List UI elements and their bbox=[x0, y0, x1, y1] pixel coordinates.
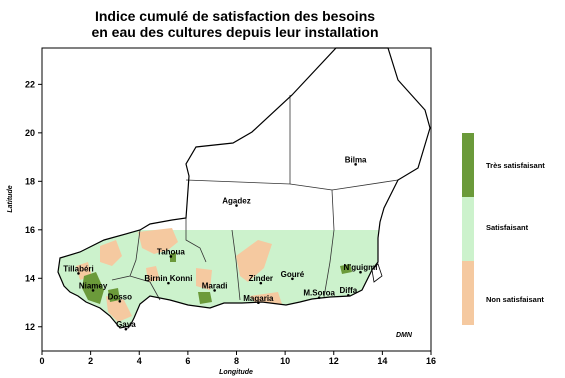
city-dot bbox=[257, 301, 260, 305]
city-dot bbox=[91, 289, 95, 292]
zone-ts-maradi bbox=[198, 292, 212, 304]
zone-ns-zinder bbox=[236, 240, 272, 282]
city-label: Agadez bbox=[222, 197, 250, 206]
zone-ns-dosso bbox=[106, 296, 132, 322]
city-label: Tahoua bbox=[157, 247, 185, 256]
boundary-maradi-zinder bbox=[231, 229, 241, 301]
boundary-tillaberi-tahoua bbox=[129, 229, 141, 277]
city-dot bbox=[291, 277, 294, 281]
city-label: Gouré bbox=[281, 270, 305, 279]
city-label: Zinder bbox=[249, 274, 273, 283]
city-dot bbox=[169, 255, 173, 258]
city-dot bbox=[259, 281, 263, 285]
city-dot bbox=[359, 270, 362, 274]
x-tick-label: 0 bbox=[39, 356, 44, 366]
zone-ts-niamey bbox=[82, 272, 104, 304]
zone-ns-maradi bbox=[196, 268, 212, 290]
x-tick-label: 4 bbox=[137, 356, 142, 366]
x-tick-label: 10 bbox=[280, 356, 290, 366]
x-axis-ticks: 0 2 4 6 8 10 12 14 16 bbox=[39, 351, 436, 366]
city-label: M.Soroa bbox=[303, 289, 335, 298]
legend-label-satisfaisant: Satisfaisant bbox=[486, 223, 529, 232]
zone-ns-konni bbox=[146, 266, 160, 282]
y-tick-label: 12 bbox=[25, 322, 35, 332]
city-label: Maradi bbox=[202, 281, 228, 290]
city-label: Birnin Konni bbox=[144, 274, 192, 283]
x-tick-label: 16 bbox=[426, 356, 436, 366]
y-tick-label: 20 bbox=[25, 128, 35, 138]
zone-ts-tahoua bbox=[170, 252, 176, 262]
y-tick-label: 18 bbox=[25, 176, 35, 186]
city-label: Diffa bbox=[339, 286, 357, 295]
city-dot bbox=[354, 163, 357, 166]
country-outline bbox=[57, 47, 431, 329]
map-title: Indice cumulé de satisfaction des besoin… bbox=[40, 8, 430, 40]
city-dot bbox=[167, 281, 170, 285]
zone-ns-magaria bbox=[250, 292, 282, 304]
zone-ts-dosso bbox=[108, 288, 120, 302]
y-tick-label: 16 bbox=[25, 225, 35, 235]
city-dot bbox=[317, 296, 321, 299]
legend-swatch-tres-satisfaisant bbox=[462, 133, 474, 197]
legend-swatch-satisfaisant bbox=[462, 197, 474, 261]
region-boundaries bbox=[111, 95, 399, 301]
city-dot bbox=[124, 327, 128, 331]
legend-label-non-satisfaisant: Non satisfaisant bbox=[486, 295, 544, 304]
boundary-bilma bbox=[331, 179, 399, 191]
y-tick-label: 22 bbox=[25, 79, 35, 89]
x-tick-label: 6 bbox=[185, 356, 190, 366]
city-label: Bilma bbox=[345, 155, 367, 164]
city-label: N'guigmi bbox=[344, 263, 378, 272]
city-dot bbox=[235, 204, 238, 207]
credit-label: DMN bbox=[396, 332, 413, 339]
city-label: Niamey bbox=[79, 281, 108, 290]
boundary-dosso bbox=[111, 275, 161, 301]
city-dot bbox=[77, 272, 80, 275]
boundary-tahoua-maradi bbox=[185, 218, 207, 263]
lake-chad bbox=[371, 263, 383, 283]
legend: Très satisfaisant Satisfaisant Non satis… bbox=[462, 133, 545, 325]
y-axis-ticks: 12 14 16 18 20 22 bbox=[25, 79, 42, 332]
city-label: Dosso bbox=[108, 292, 133, 301]
y-axis-label: Latitude bbox=[7, 185, 14, 212]
map-title-line-1: Indice cumulé de satisfaction des besoin… bbox=[94, 8, 376, 24]
y-tick-label: 14 bbox=[25, 273, 35, 283]
city-dot bbox=[347, 293, 350, 297]
zone-ns-tahoua bbox=[138, 228, 178, 254]
boundary-zinder-diffa bbox=[323, 229, 335, 298]
city-dot bbox=[213, 289, 216, 292]
x-axis-label: Longitude bbox=[219, 369, 253, 376]
x-tick-label: 12 bbox=[329, 356, 339, 366]
zone-ns-north-west bbox=[100, 240, 122, 266]
x-tick-label: 2 bbox=[88, 356, 93, 366]
city-label: Tillabéri bbox=[63, 264, 94, 273]
city-label: Gaya bbox=[116, 320, 136, 329]
legend-label-tres-satisfaisant: Très satisfaisant bbox=[486, 161, 545, 170]
zone-ts-nguigmi bbox=[340, 264, 352, 274]
legend-swatch-non-satisfaisant bbox=[462, 261, 474, 325]
city-label: Magaria bbox=[243, 294, 274, 303]
map-title-line-2: en eau des cultures depuis leur installa… bbox=[91, 24, 379, 40]
x-tick-label: 8 bbox=[234, 356, 239, 366]
x-tick-label: 14 bbox=[377, 356, 387, 366]
city-dot bbox=[118, 300, 122, 303]
zones-tres-satisfaisant bbox=[82, 252, 352, 304]
zones-non-satisfaisant bbox=[76, 228, 282, 322]
